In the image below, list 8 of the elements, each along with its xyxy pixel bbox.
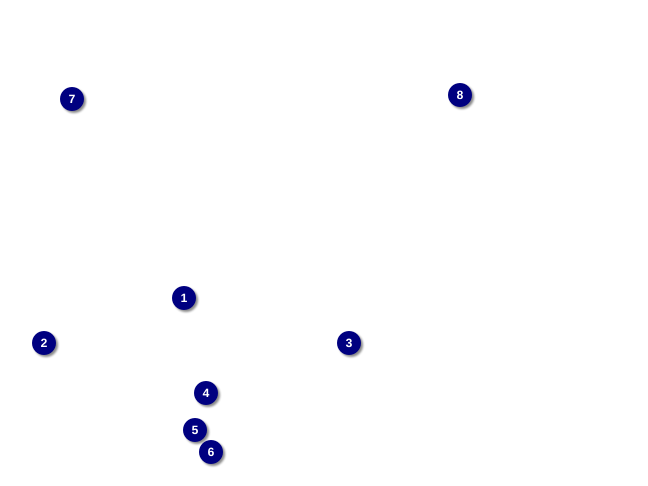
callout-number: 4 <box>194 381 218 405</box>
callout-number: 8 <box>448 83 472 107</box>
callout-number: 6 <box>199 440 223 464</box>
callout-number: 2 <box>32 331 56 355</box>
callout-number: 3 <box>337 331 361 355</box>
callout-number: 1 <box>172 286 196 310</box>
callout-number: 5 <box>183 418 207 442</box>
callout-number: 7 <box>60 87 84 111</box>
